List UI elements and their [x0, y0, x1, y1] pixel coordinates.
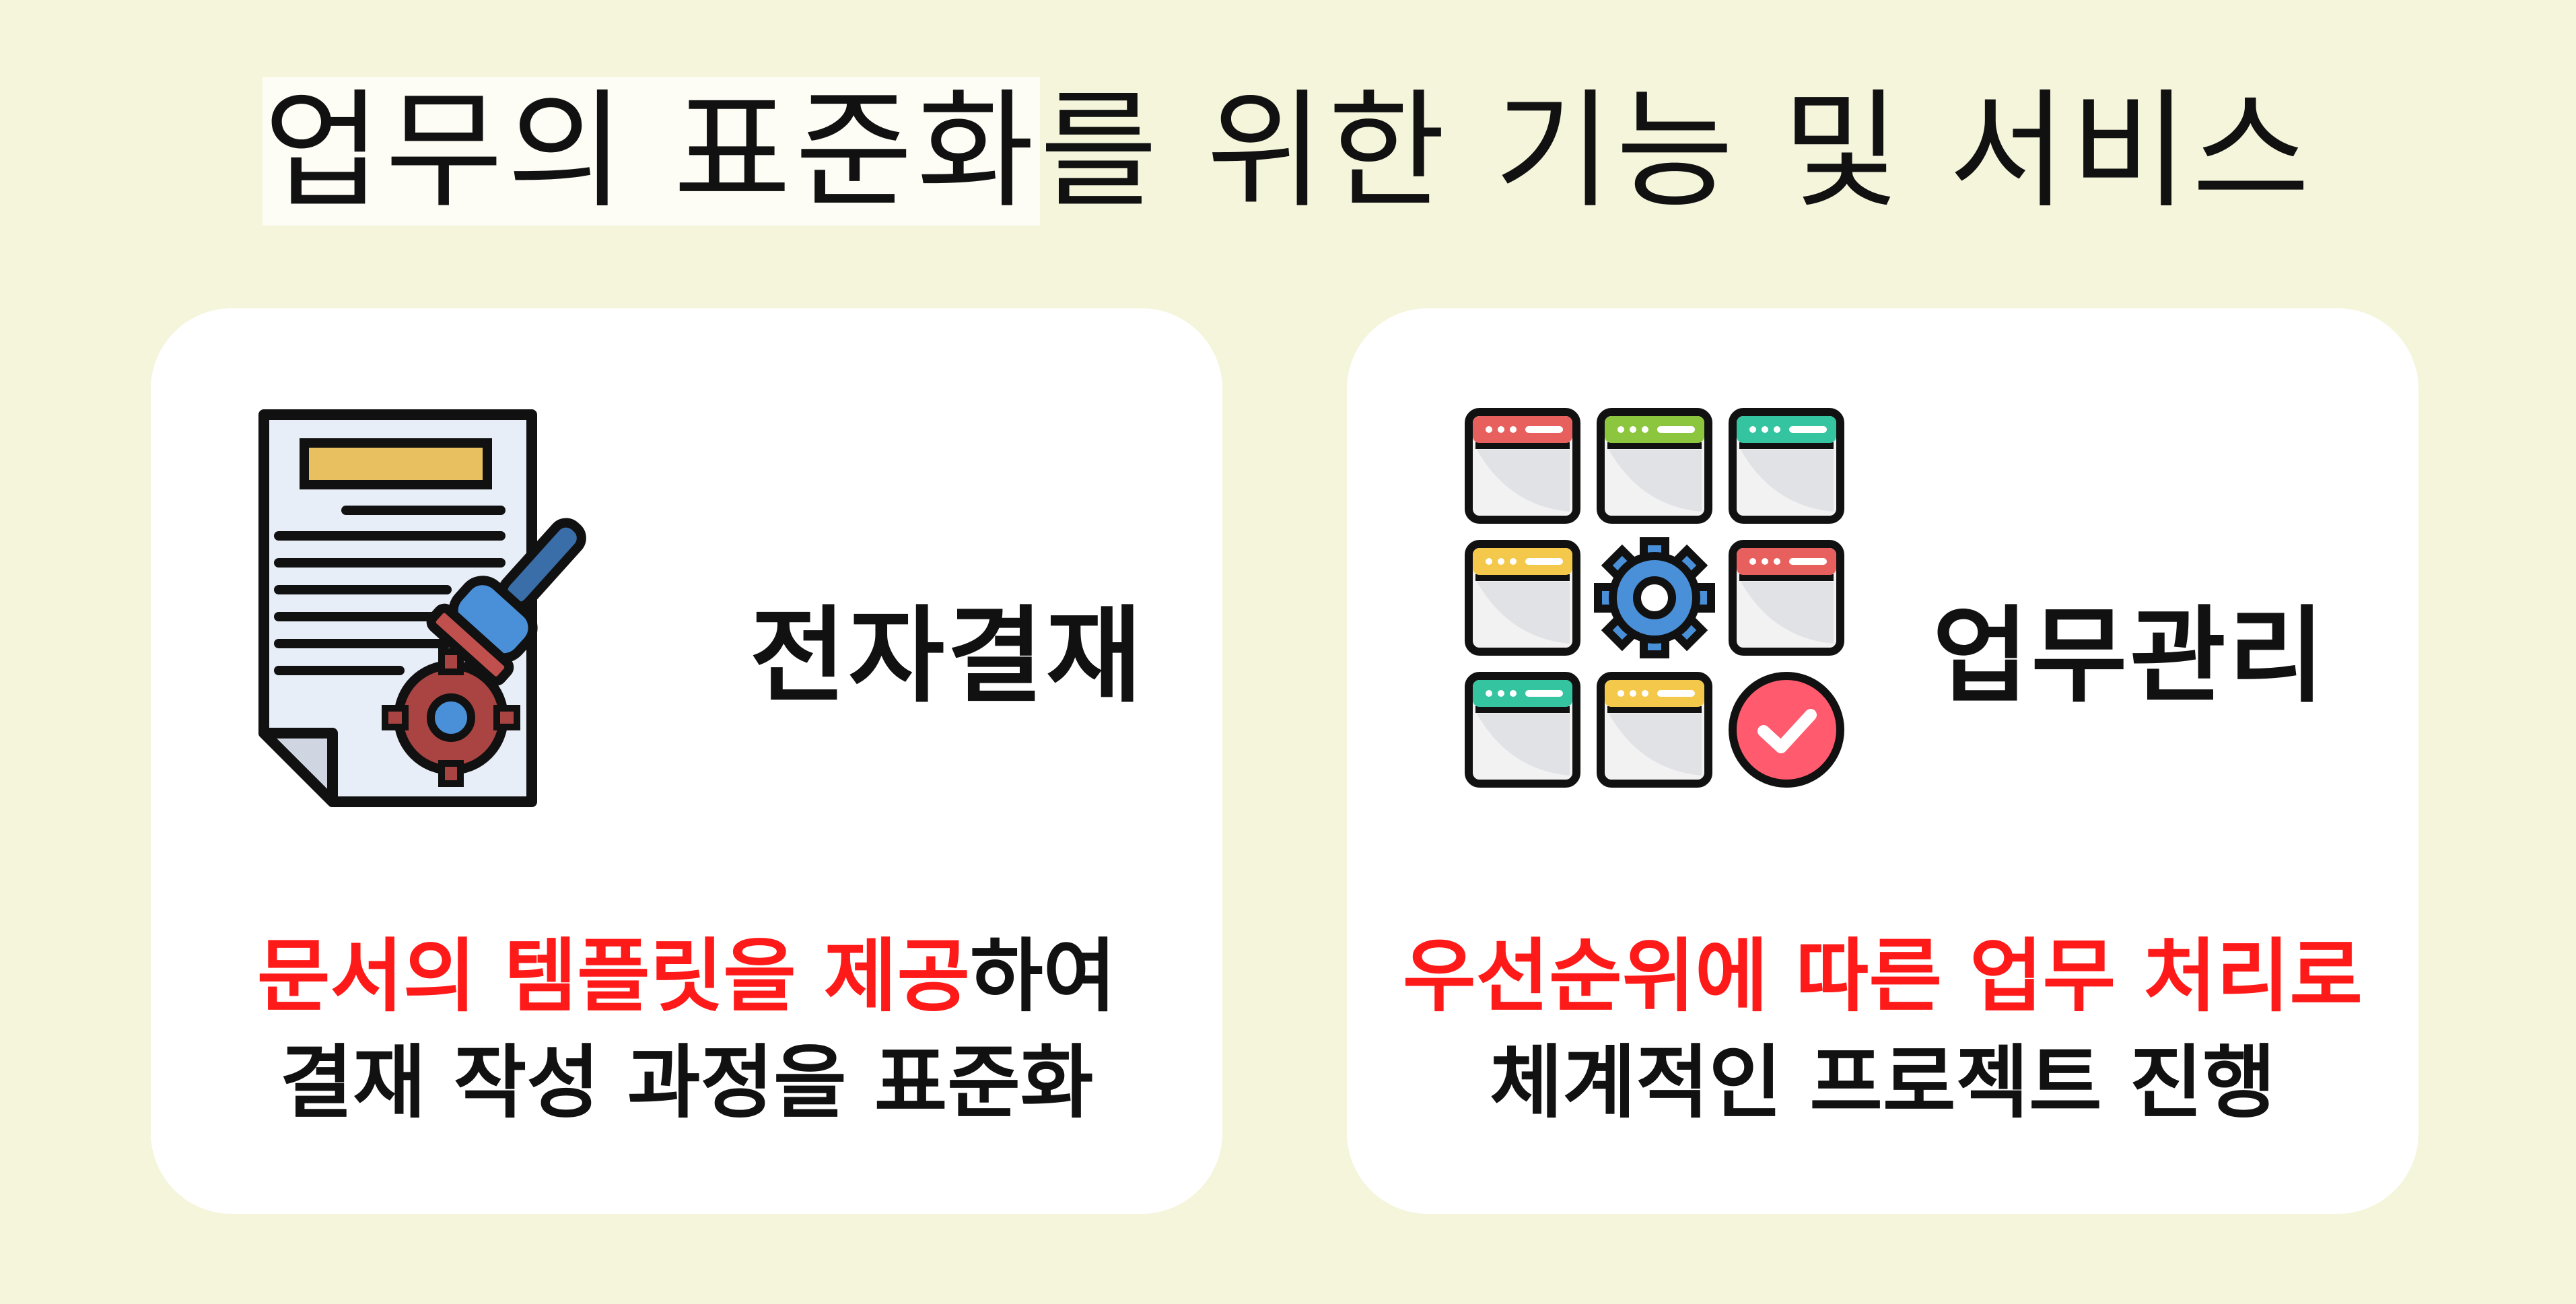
desc-highlight: 문서의 템플릿을 제공 [256, 930, 971, 1023]
card-task-management: 업무관리 우선순위에 따른 업무 처리로 체계적인 프로젝트 진행 [1347, 308, 2418, 1214]
desc-rest: 하여 [970, 930, 1117, 1023]
card-title: 전자결재 [750, 595, 1145, 717]
card-description-line1: 우선순위에 따른 업무 처리로 [1403, 930, 2363, 1023]
title-rest: 를 위한 기능 및 서비스 [1039, 77, 2314, 226]
task-grid-icon [1465, 408, 1844, 788]
document-stamp-icon [258, 409, 586, 807]
card-electronic-approval: 전자결재 문서의 템플릿을 제공하여 결재 작성 과정을 표준화 [151, 308, 1222, 1214]
title-highlight: 업무의 표준화 [262, 77, 1040, 226]
card-title: 업무관리 [1933, 595, 2328, 717]
card-description-line2: 체계적인 프로젝트 진행 [1490, 1036, 2276, 1129]
card-description-line1: 문서의 템플릿을 제공하여 [151, 924, 1222, 1029]
page-title: 업무의 표준화를 위한 기능 및 서비스 [0, 74, 2576, 229]
card-description-line2: 결재 작성 과정을 표준화 [279, 1036, 1094, 1129]
